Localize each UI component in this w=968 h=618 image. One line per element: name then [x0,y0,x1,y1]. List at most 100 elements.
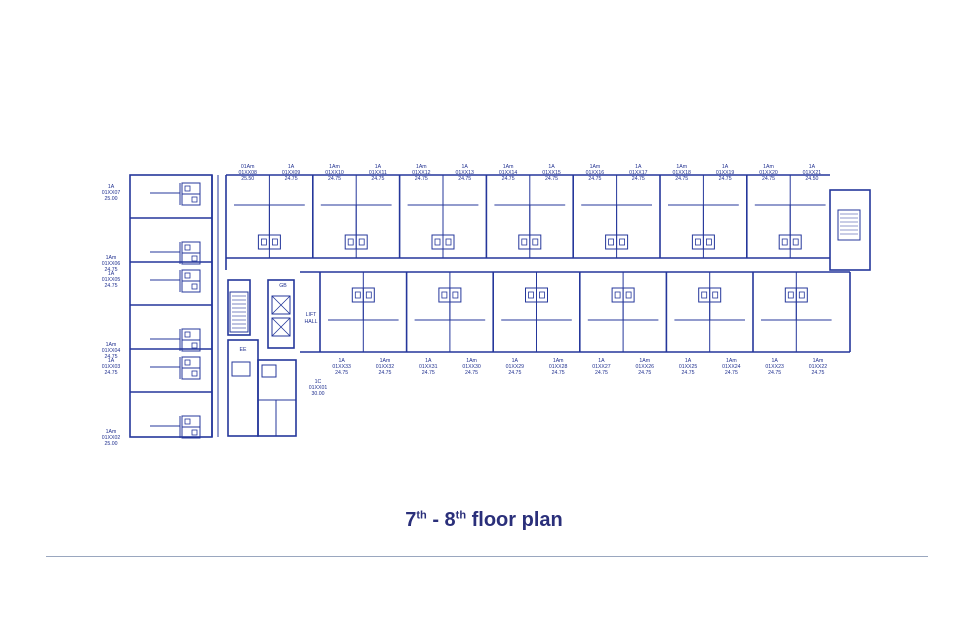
north-unit-9-code: 01XX17 [629,170,648,176]
core-wall [267,279,295,349]
fixture [191,342,198,349]
core-wall [227,279,251,336]
fixture [619,238,625,246]
west-unit-5-type: 1Am [106,429,117,435]
west-unit-3-type: 1Am [106,342,117,348]
fixture [798,291,805,299]
north-unit-13-code: 01XX21 [803,170,822,176]
north-unit-1-code: 01XX09 [282,170,301,176]
south-unit-6-type: 1A [598,358,605,364]
floor-plan-walls [129,174,871,439]
south-unit-3-area: 24.75 [465,370,478,376]
corner-unit-wall [227,339,259,437]
south-unit-5-type: 1Am [553,358,564,364]
south-unit-3-type: 1Am [466,358,477,364]
west-unit-3-code: 01XX04 [102,348,121,354]
corner-unit-type: 1C [315,379,322,385]
west-unit-0-code: 01XX07 [102,190,121,196]
south-unit-4-type: 1A [512,358,519,364]
north-unit-3-type: 1A [375,164,382,170]
lift-cross [271,295,291,315]
north-unit-4-area: 24.75 [415,176,428,182]
floor-plan-drawing: 1A01XX0725.001Am01XX0624.751A01XX0524.75… [102,164,871,447]
south-unit-5-area: 24.75 [552,370,565,376]
south-unit-8-area: 24.75 [682,370,695,376]
south-unit-6-area: 24.75 [595,370,608,376]
room-label-lift-hall-1: LIFT [306,312,317,318]
west-unit-0-area: 25.00 [105,196,118,202]
west-unit-4-type: 1A [108,358,115,364]
bathroom [261,364,277,378]
north-unit-8-code: 01XX16 [586,170,605,176]
fixture [712,291,719,299]
north-unit-3-code: 01XX11 [369,170,387,176]
north-unit-0-area: 25.50 [241,176,254,182]
west-unit-1-type: 1Am [106,255,117,261]
north-unit-13-area: 24.50 [805,176,818,182]
fixture [260,238,267,246]
south-unit-11-type: 1Am [813,358,824,364]
lift-cross [271,317,291,337]
title-floor-a: 7 [405,509,417,531]
divider-line [46,556,928,557]
south-unit-11-area: 24.75 [811,370,824,376]
north-unit-6-area: 24.75 [502,176,515,182]
west-unit-1-code: 01XX06 [102,261,121,267]
fixture [184,244,191,251]
north-unit-8-area: 24.75 [588,176,601,182]
south-unit-10-area: 24.75 [768,370,781,376]
south-unit-1-type: 1Am [380,358,391,364]
south-unit-9-code: 01XX24 [722,364,741,370]
room-label-ee: EE [240,347,247,353]
lift [271,295,291,315]
corner-unit-area: 30.00 [312,391,325,397]
fixture [191,283,198,290]
fixture [354,291,361,299]
fixture [191,370,198,377]
fixture [441,291,448,299]
north-unit-7-area: 24.75 [545,176,558,182]
fixture [358,238,365,246]
south-unit-4-code: 01XX29 [506,364,525,370]
title-floor-a-suffix: th [416,509,427,522]
north-unit-2-type: 1Am [329,164,340,170]
north-unit-5-area: 24.75 [458,176,471,182]
south-unit-11-code: 01XX22 [809,364,828,370]
fixture [787,291,794,299]
floor-plan-title: 7th - 8th floor plan [0,509,968,532]
fixture [365,291,372,299]
north-unit-5-code: 01XX13 [455,170,474,176]
south-unit-5-code: 01XX28 [549,364,568,370]
north-unit-0-code: 01XX08 [238,170,257,176]
west-unit-5-code: 01XX02 [102,435,121,441]
south-unit-2-area: 24.75 [422,370,435,376]
fixture [184,418,191,425]
south-unit-10-code: 01XX23 [765,364,784,370]
south-unit-3-code: 01XX30 [462,364,481,370]
south-unit-0-area: 24.75 [335,370,348,376]
north-unit-2-area: 24.75 [328,176,341,182]
fixture [184,185,191,192]
north-unit-1-type: 1A [288,164,295,170]
bathroom [231,361,251,377]
corner-unit-code: 01XX01 [309,385,328,391]
fixture [792,238,799,246]
fixture [781,238,788,246]
west-unit-0-type: 1A [108,184,115,190]
fixture [271,238,278,246]
south-unit-2-type: 1A [425,358,432,364]
north-unit-10-code: 01XX18 [672,170,691,176]
floor-plan-labels: 1A01XX0725.001Am01XX0624.751A01XX0524.75… [102,164,828,447]
north-unit-3-area: 24.75 [371,176,384,182]
north-unit-10-area: 24.75 [675,176,688,182]
west-unit-2-code: 01XX05 [102,277,121,283]
title-floor-b-suffix: th [455,509,467,522]
north-unit-11-area: 24.75 [719,176,732,182]
title-text: floor plan [466,509,563,531]
north-unit-6-code: 01XX14 [499,170,518,176]
fixture [191,255,198,262]
fixture [695,238,701,246]
title-floor-b: 8 [444,509,456,531]
fixture [625,291,632,299]
east-stair-core [829,189,871,271]
